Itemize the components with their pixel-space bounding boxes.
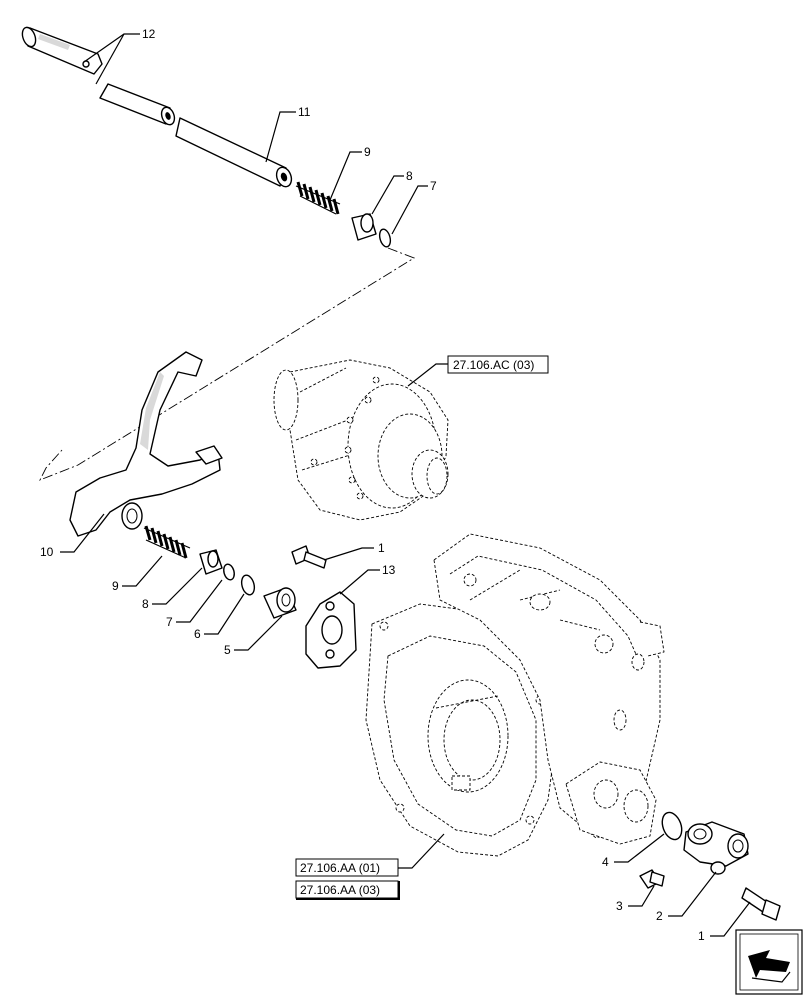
reference-differential[interactable]: 27.106.AC (03) bbox=[407, 355, 549, 387]
callout-4: 4 bbox=[602, 855, 609, 869]
bolt-lower[interactable] bbox=[741, 887, 781, 921]
gasket[interactable] bbox=[305, 591, 357, 669]
bolt-upper[interactable] bbox=[291, 545, 327, 569]
circlip-lower[interactable] bbox=[222, 563, 236, 581]
reference-housing-a-label: 27.106.AA (01) bbox=[300, 861, 380, 875]
reference-housing[interactable]: 27.106.AA (01) 27.106.AA (03) bbox=[295, 833, 445, 900]
shift-fork[interactable] bbox=[69, 351, 223, 537]
callout-5: 5 bbox=[224, 643, 231, 657]
reference-housing-b-label: 27.106.AA (03) bbox=[300, 883, 380, 897]
callout-3: 3 bbox=[616, 899, 623, 913]
callout-11: 11 bbox=[298, 105, 311, 119]
o-ring-port[interactable] bbox=[659, 810, 685, 842]
spring-lower[interactable] bbox=[143, 525, 191, 559]
callout-labels: 12 11 9 8 7 10 9 8 7 6 5 1 13 4 3 2 1 bbox=[40, 27, 705, 943]
callout-13: 13 bbox=[382, 563, 396, 577]
callout-1-upper: 1 bbox=[378, 541, 385, 555]
callout-9-upper: 9 bbox=[364, 145, 371, 159]
reference-differential-label: 27.106.AC (03) bbox=[453, 358, 534, 372]
collar-upper[interactable] bbox=[351, 213, 377, 241]
differential-ghost bbox=[273, 359, 449, 521]
callout-leaders bbox=[60, 33, 751, 937]
callout-10: 10 bbox=[40, 545, 54, 559]
callout-7-lower: 7 bbox=[166, 615, 173, 629]
callout-2: 2 bbox=[656, 909, 663, 923]
plug[interactable] bbox=[639, 869, 665, 889]
callout-6: 6 bbox=[194, 627, 201, 641]
bushing[interactable] bbox=[263, 587, 297, 619]
arrow-back-icon[interactable] bbox=[735, 929, 803, 995]
callout-7-upper: 7 bbox=[430, 179, 437, 193]
hydraulic-fitting[interactable] bbox=[683, 821, 749, 875]
shift-shaft[interactable] bbox=[20, 26, 294, 189]
callout-9-lower: 9 bbox=[112, 579, 119, 593]
o-ring-lower[interactable] bbox=[240, 574, 257, 596]
callout-12: 12 bbox=[142, 27, 156, 41]
callout-1-lower: 1 bbox=[698, 929, 705, 943]
spring-upper[interactable] bbox=[295, 181, 341, 215]
transmission-housing-ghost bbox=[365, 533, 665, 857]
collar-lower[interactable] bbox=[199, 549, 223, 575]
callout-8-upper: 8 bbox=[406, 169, 413, 183]
circlip-upper[interactable] bbox=[378, 228, 392, 248]
callout-8-lower: 8 bbox=[142, 597, 149, 611]
